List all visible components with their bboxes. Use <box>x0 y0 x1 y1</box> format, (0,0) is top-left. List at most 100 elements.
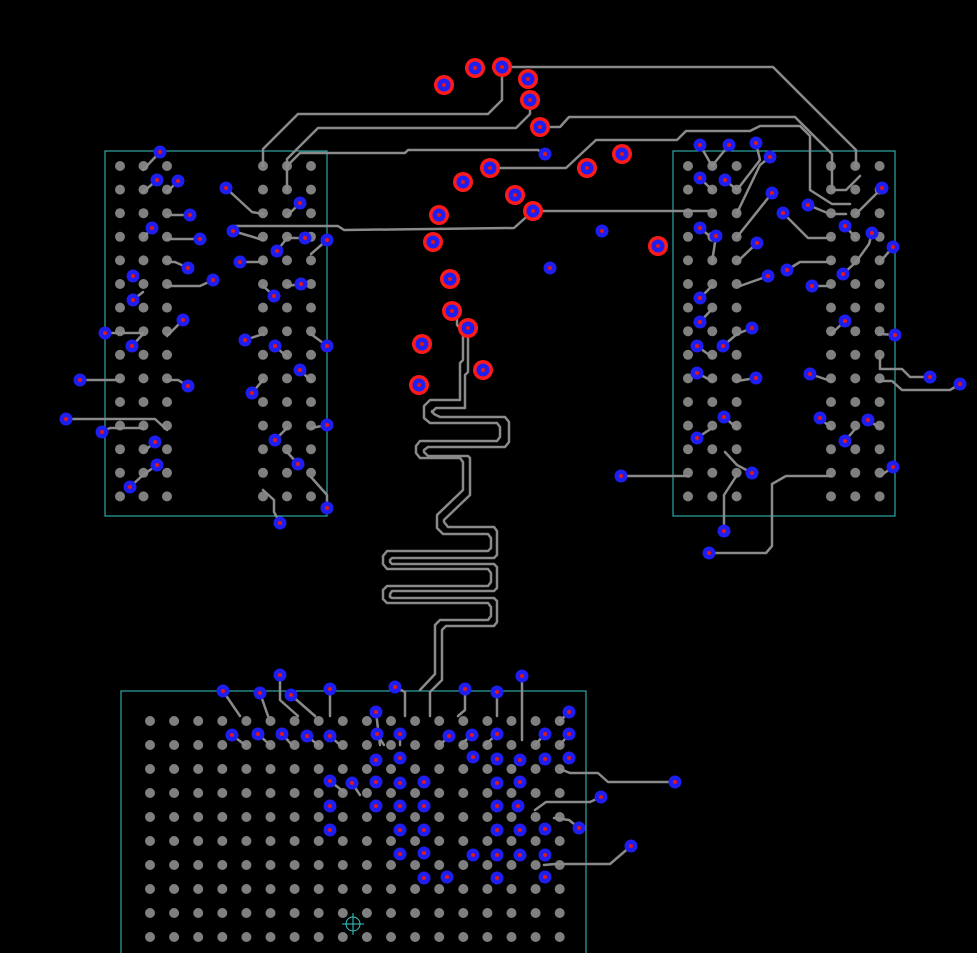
bga-bottom-pad <box>506 716 517 726</box>
bga-bottom-pad <box>361 716 372 726</box>
bga-right-pad <box>683 255 693 266</box>
via-drill <box>698 296 702 300</box>
bga-bottom-pad <box>241 764 252 774</box>
bga-right-pad <box>850 397 861 407</box>
bga-right-pad <box>874 302 885 313</box>
via-drill <box>808 372 812 376</box>
bga-bottom-pad <box>241 740 252 750</box>
via-drill <box>495 804 499 808</box>
bga-right-pad <box>707 467 718 478</box>
via-drill <box>548 266 552 270</box>
bga-right-pad <box>850 349 861 360</box>
bga-bottom-pad <box>506 860 517 870</box>
bga-bottom-pad <box>337 812 348 822</box>
bga-bottom-pad <box>506 740 517 750</box>
bga-left-pad <box>258 467 268 478</box>
large-via-drill <box>500 65 504 69</box>
bga-bottom-pad <box>386 932 396 942</box>
bga-left-pad <box>115 349 125 360</box>
bga-bottom-pad <box>169 740 180 750</box>
large-via-drill <box>585 166 589 170</box>
via-drill <box>328 687 332 691</box>
via-drill <box>543 732 547 736</box>
bga-left-pad <box>306 161 316 171</box>
bga-bottom-pad <box>458 860 469 870</box>
via-drill <box>256 732 260 736</box>
via-drill <box>328 804 332 808</box>
bga-left-pad <box>306 373 316 384</box>
via-drill <box>843 224 847 228</box>
via-drill <box>221 689 225 693</box>
bga-bottom-pad <box>410 932 421 942</box>
bga-bottom-pad <box>265 884 276 894</box>
bga-right-pad <box>683 208 693 219</box>
bga-bottom-pad <box>289 836 300 846</box>
via-drill <box>518 758 522 762</box>
large-via-drill <box>466 326 470 330</box>
bga-bottom-pad <box>289 788 300 798</box>
bga-right-pad <box>826 302 836 313</box>
bga-bottom-pad <box>217 716 228 726</box>
bga-bottom-pad <box>169 764 180 774</box>
bga-right-pad <box>731 255 742 266</box>
bga-left-pad <box>306 467 316 478</box>
via-drill <box>471 755 475 759</box>
bga-left-pad <box>258 255 268 266</box>
trace <box>224 186 265 216</box>
trace <box>878 355 932 379</box>
bga-right-pad <box>826 397 836 407</box>
bga-bottom-pad <box>530 764 541 774</box>
via-drill <box>328 779 332 783</box>
bga-left-pad <box>282 326 292 337</box>
trace <box>278 673 300 718</box>
large-via-drill <box>481 368 485 372</box>
bga-bottom-pad <box>313 716 324 726</box>
bga-bottom-pad <box>145 908 155 918</box>
bga-bottom-pad <box>145 788 155 798</box>
bga-bottom-pad <box>410 908 421 918</box>
bga-left-pad <box>282 373 292 384</box>
bga-bottom-pad <box>386 884 396 894</box>
trace <box>231 209 535 232</box>
bga-bottom-pad <box>193 740 204 750</box>
trace <box>388 326 511 718</box>
bga-right-pad <box>850 326 861 337</box>
via-drill <box>543 152 547 156</box>
via-drill <box>130 344 134 348</box>
bga-left-pad <box>138 208 149 219</box>
bga-bottom-pad <box>361 812 372 822</box>
bga-left-pad <box>138 184 149 195</box>
bga-bottom-pad <box>506 932 517 942</box>
via-drill <box>398 828 402 832</box>
bga-bottom-pad <box>506 908 517 918</box>
bga-left-pad <box>138 279 149 289</box>
via-drill <box>445 875 449 879</box>
trace <box>538 115 862 192</box>
bga-left-pad <box>138 255 149 266</box>
bga-right-pad <box>731 349 742 360</box>
via-drill <box>722 529 726 533</box>
bga-right-pad <box>683 349 693 360</box>
via-drill <box>325 238 329 242</box>
trace <box>381 309 502 692</box>
via-drill <box>843 439 847 443</box>
trace <box>456 687 467 718</box>
large-via-drill <box>473 66 477 70</box>
bga-bottom-pad <box>217 740 228 750</box>
large-via-drill <box>656 244 660 248</box>
via-drill <box>78 378 82 382</box>
bga-bottom-pad <box>145 932 155 942</box>
bga-bottom-pad <box>193 716 204 726</box>
bga-bottom-pad <box>193 884 204 894</box>
bga-bottom-pad <box>482 764 493 774</box>
bga-bottom-pad <box>458 764 469 774</box>
bga-left-pad <box>162 161 172 171</box>
via-drill <box>176 179 180 183</box>
via-drill <box>495 876 499 880</box>
bga-right-pad <box>683 397 693 407</box>
bga-right-pad <box>850 279 861 289</box>
bga-bottom-pad <box>410 740 421 750</box>
bga-bottom-pad <box>458 884 469 894</box>
bga-bottom-pad <box>458 812 469 822</box>
